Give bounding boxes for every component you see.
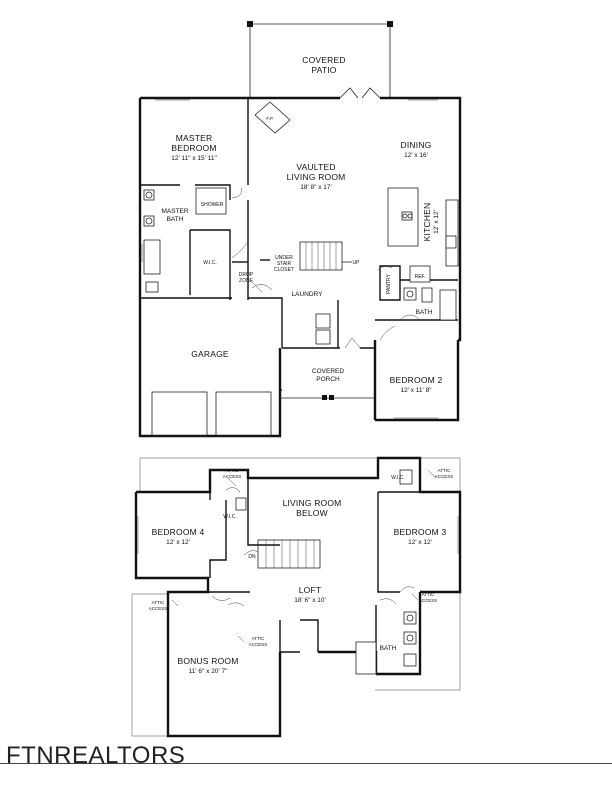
covered-patio-label: COVERED xyxy=(302,55,345,65)
drop-zone-label: DROP xyxy=(239,272,254,278)
master-bedroom-label-2: BEDROOM xyxy=(171,143,216,153)
watermark-logo: FTNREALTORS xyxy=(6,742,186,769)
second-floor: ATTIC ACCESS ATTIC ACCESS ATTIC ACCESS A… xyxy=(131,456,462,738)
dining-dimensions: 12' x 16' xyxy=(404,152,428,159)
bath-label: BATH xyxy=(416,309,433,316)
kitchen-label: KITCHEN xyxy=(422,203,432,242)
attic-access-label-5: ATTIC xyxy=(422,592,435,597)
under-stair-closet-label-3: CLOSET xyxy=(274,267,294,273)
bedroom-4-label: BEDROOM 4 xyxy=(152,527,205,537)
pantry-label: PANTRY xyxy=(386,273,392,293)
attic-access-label-2b: ACCESS xyxy=(435,474,454,479)
second-floor-interior-walls xyxy=(208,478,420,653)
kitchen-dimensions: 12' x 12' xyxy=(433,210,440,234)
master-bedroom-dimensions: 12' 11" x 15' 11" xyxy=(171,155,217,162)
attic-access-label-4: ATTIC xyxy=(252,636,265,641)
bedroom-4-dimensions: 12' x 12' xyxy=(166,539,190,546)
laundry-label: LAUNDRY xyxy=(292,291,324,298)
vaulted-living-label: VAULTED xyxy=(296,162,335,172)
dining-label: DINING xyxy=(401,140,432,150)
living-room-below-label-2: BELOW xyxy=(296,508,328,518)
under-stair-closet-label: UNDER xyxy=(275,255,293,261)
attic-hatches xyxy=(171,469,437,643)
living-room-below-label: LIVING ROOM xyxy=(283,498,342,508)
attic-access-label-3b: ACCESS xyxy=(149,606,168,611)
attic-access-label-3: ATTIC xyxy=(152,600,165,605)
covered-porch-label: COVERED xyxy=(312,368,344,375)
covered-patio-label-2: PATIO xyxy=(311,65,336,75)
shower-label: SHOWER xyxy=(201,202,224,208)
first-floor-doors xyxy=(231,187,421,349)
vaulted-living-label-2: LIVING ROOM xyxy=(287,172,346,182)
first-floor-stair xyxy=(299,241,352,271)
bedroom-3-dimensions: 12' x 12' xyxy=(408,539,432,546)
first-floor: F.P. xyxy=(138,21,462,438)
porch xyxy=(280,395,375,400)
attic-access-label-5b: ACCESS xyxy=(419,598,438,603)
master-wic-label: W.I.C. xyxy=(203,260,217,266)
second-floor-doors xyxy=(211,487,415,607)
second-floor-stair xyxy=(257,539,321,569)
second-floor-bath-label: BATH xyxy=(380,645,397,652)
stair-down-label: DN xyxy=(248,554,256,560)
loft-dimensions: 18' 6" x 10' xyxy=(294,597,326,604)
bedroom-2-label: BEDROOM 2 xyxy=(390,375,443,385)
drop-zone-label-2: ZONE xyxy=(239,278,254,284)
laundry-appliances xyxy=(315,313,331,345)
bonus-room-dimensions: 11' 6" x 20' 7" xyxy=(189,668,228,675)
bedroom-3-wic-label: W.I.C. xyxy=(391,475,405,481)
refrigerator-label: REF. xyxy=(415,274,426,280)
bedroom-3-label: BEDROOM 3 xyxy=(394,527,447,537)
stair-up-label: UP xyxy=(353,260,361,266)
master-bedroom-label: MASTER xyxy=(176,133,213,143)
second-floor-windows xyxy=(137,516,459,554)
wic-shelves xyxy=(235,469,413,511)
attic-access-label-4b: ACCESS xyxy=(249,642,268,647)
first-floor-exterior-walls xyxy=(138,87,462,438)
first-floor-windows xyxy=(141,99,438,419)
kitchen-fixtures xyxy=(387,187,459,283)
attic-access-label-2: ATTIC xyxy=(438,468,451,473)
attic-access-label-1: ATTIC xyxy=(226,468,239,473)
attic-access-label-1b: ACCESS xyxy=(223,474,242,479)
garage-doors xyxy=(151,391,272,437)
fireplace-label: F.P. xyxy=(266,116,273,121)
covered-patio-outline xyxy=(247,21,393,98)
covered-porch-label-2: PORCH xyxy=(316,376,340,383)
second-floor-bath-fixtures xyxy=(355,611,417,675)
bonus-room-label: BONUS ROOM xyxy=(177,656,238,666)
master-bath-label: MASTER xyxy=(161,208,188,215)
watermark-underline xyxy=(0,763,612,764)
bedroom-4-wic-label: W.I.C. xyxy=(223,514,237,520)
first-floor-bath-fixtures xyxy=(143,187,457,321)
master-bath-label-2: BATH xyxy=(167,216,184,223)
first-floor-interior-walls xyxy=(140,98,458,391)
bedroom-2-dimensions: 12' x 11' 8" xyxy=(400,387,432,394)
fireplace: F.P. xyxy=(254,101,291,134)
loft-label: LOFT xyxy=(299,585,322,595)
vaulted-living-dimensions: 18' 8" x 17' xyxy=(300,184,332,191)
under-stair-closet-label-2: STAIR xyxy=(277,261,292,267)
garage-label: GARAGE xyxy=(191,349,229,359)
